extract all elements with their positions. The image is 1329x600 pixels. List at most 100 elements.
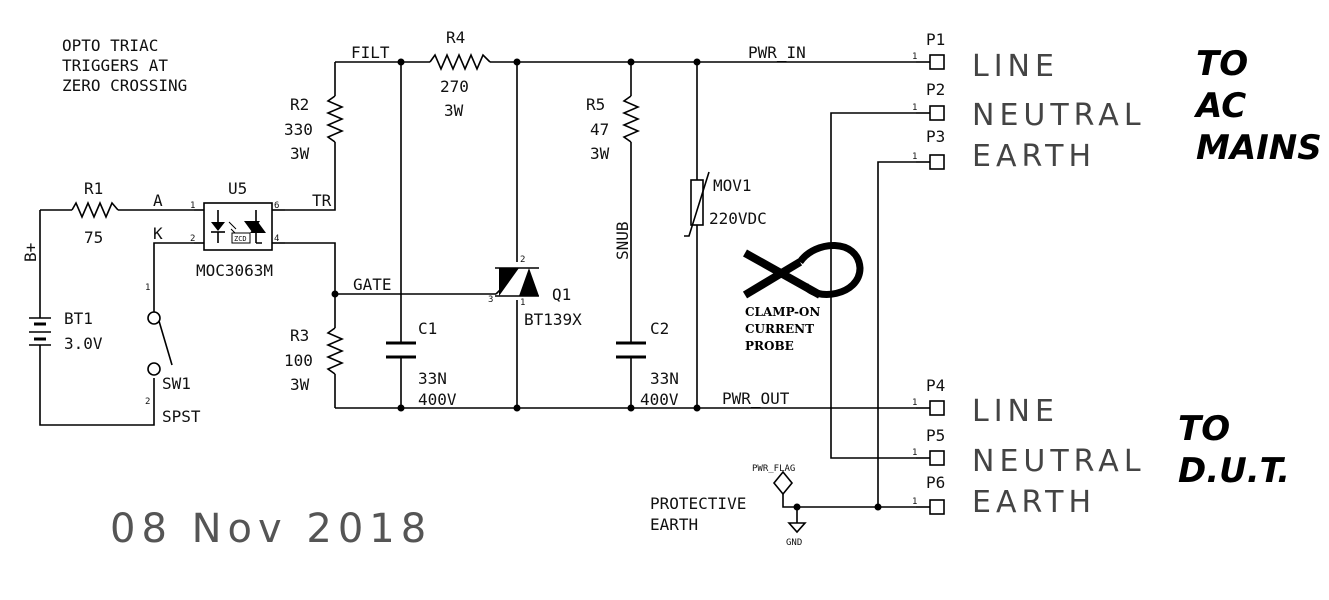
p5-pin: 1 [912,448,917,458]
r2-value: 330 [284,120,313,139]
p4-label: LINE [972,394,1059,429]
protective-earth-label: PROTECTIVE EARTH [650,494,746,534]
q1-gate-lead [495,281,509,295]
gnd-icon [787,522,807,534]
u5-zcd-box [231,232,251,244]
q1-value: BT139X [524,310,582,329]
to-mains-line-1: TO [1196,44,1248,84]
net-label-pwr-in: PWR_IN [748,43,806,62]
resistor-r1: R1 75 [71,179,119,247]
p2-pin: 1 [912,103,917,113]
connector-p2: 1 P2 NEUTRAL [912,80,1146,133]
capacitor-c1: C1 33N 400V [386,319,457,409]
to-dut: TO D.U.T. [1178,409,1290,491]
resistor-r5-symbol [621,95,641,143]
r4-value: 270 [440,77,469,96]
p5-label: NEUTRAL [972,444,1146,479]
q1-tri-right [519,268,539,296]
u5-triac-icon [244,221,260,232]
q1-pin-1: 1 [520,298,525,308]
connector-p1: 1 P1 LINE [912,30,1059,84]
p6-pin: 1 [912,497,917,507]
r1-value: 75 [84,228,103,247]
u5-value: MOC3063M [196,261,273,280]
resistor-r3-symbol [325,327,345,375]
clamp-probe: CLAMP-ON CURRENT PROBE [742,242,864,353]
optocoupler-u5: ZCD 1 2 6 4 U5 MOC3063M [190,179,285,280]
note-line-3: ZERO CROSSING [62,76,187,95]
mov1-body [690,179,704,226]
sw1-pin-2: 2 [145,397,150,407]
varistor-mov1: MOV1 220VDC [684,171,767,237]
q1-pin-3: 3 [488,295,493,305]
resistor-r4: R4 270 3W [429,28,491,120]
r4-ref: R4 [446,28,465,47]
u5-pin-4: 4 [274,234,279,244]
p1-pad [929,54,945,70]
u5-pin-6: 6 [274,201,279,211]
wire-protective-earth [782,494,878,523]
wire-k [153,242,194,312]
capacitor-c2: C2 33N 400V [616,319,679,409]
junctions [331,58,882,511]
to-ac-mains: TO AC MAINS [1193,44,1322,168]
protective-earth-line-2: EARTH [650,515,698,534]
probe-jaw-2 [742,258,803,299]
junction-dot [397,58,405,66]
p4-pad [929,400,945,416]
sw1-value: SPST [162,407,201,426]
u5-led-icon [211,222,225,231]
wire-neutral [830,112,916,459]
p1-pin: 1 [912,52,917,62]
resistor-r5: R5 47 3W [586,95,641,163]
connector-p5: 1 P5 NEUTRAL [912,426,1146,479]
net-label-snub: SNUB [613,221,632,260]
probe-line-3: PROBE [745,339,794,353]
to-mains-line-2: AC [1193,86,1246,126]
p5-pad [929,450,945,466]
r3-ref: R3 [290,326,309,345]
p1-ref: P1 [926,30,945,49]
q1-triangle-down [499,268,519,296]
junction-dot [693,58,701,66]
connector-p6: 1 P6 EARTH [912,473,1091,520]
date-stamp: 08 Nov 2018 [110,506,432,552]
probe-loop [797,242,864,298]
resistor-r2: R2 330 3W [284,95,345,163]
triac-q1: 2 1 3 Q1 BT139X [488,255,582,329]
p3-pin: 1 [912,152,917,162]
wire-r2-tr [285,62,336,211]
pwr-flag: PWR_FLAG [752,464,795,496]
c2-value: 33N [650,369,679,388]
c1-voltage: 400V [418,390,457,409]
p2-label: NEUTRAL [972,98,1146,133]
note-line-1: OPTO TRIAC [62,36,158,55]
net-label-a: A [153,191,163,210]
junction-dot [627,404,635,412]
connector-p4: 1 P4 LINE [912,376,1059,429]
sw1-ref: SW1 [162,374,191,393]
wire-battery [39,210,155,426]
resistor-r2-symbol [325,95,345,143]
sw1-pin-1: 1 [145,283,150,293]
net-labels: FILT PWR_IN PWR_OUT GATE A K TR SNUB B+ [21,43,806,408]
r5-value: 47 [590,120,609,139]
junction-dot [793,503,801,511]
p1-label: LINE [972,49,1059,84]
r4-power: 3W [444,101,464,120]
junction-dot [513,58,521,66]
bt1-value: 3.0V [64,334,103,353]
junction-dot [627,58,635,66]
u5-pin-2: 2 [190,234,195,244]
u5-pin-1: 1 [190,201,195,211]
protective-earth-line-1: PROTECTIVE [650,494,746,513]
opto-note: OPTO TRIAC TRIGGERS AT ZERO CROSSING [62,36,187,95]
bt1-ref: BT1 [64,309,93,328]
mov1-ref: MOV1 [713,176,752,195]
to-dut-line-2: D.U.T. [1178,451,1290,491]
junction-dot [397,404,405,412]
wire-gate-r3 [285,242,336,408]
p3-label: EARTH [972,139,1096,174]
